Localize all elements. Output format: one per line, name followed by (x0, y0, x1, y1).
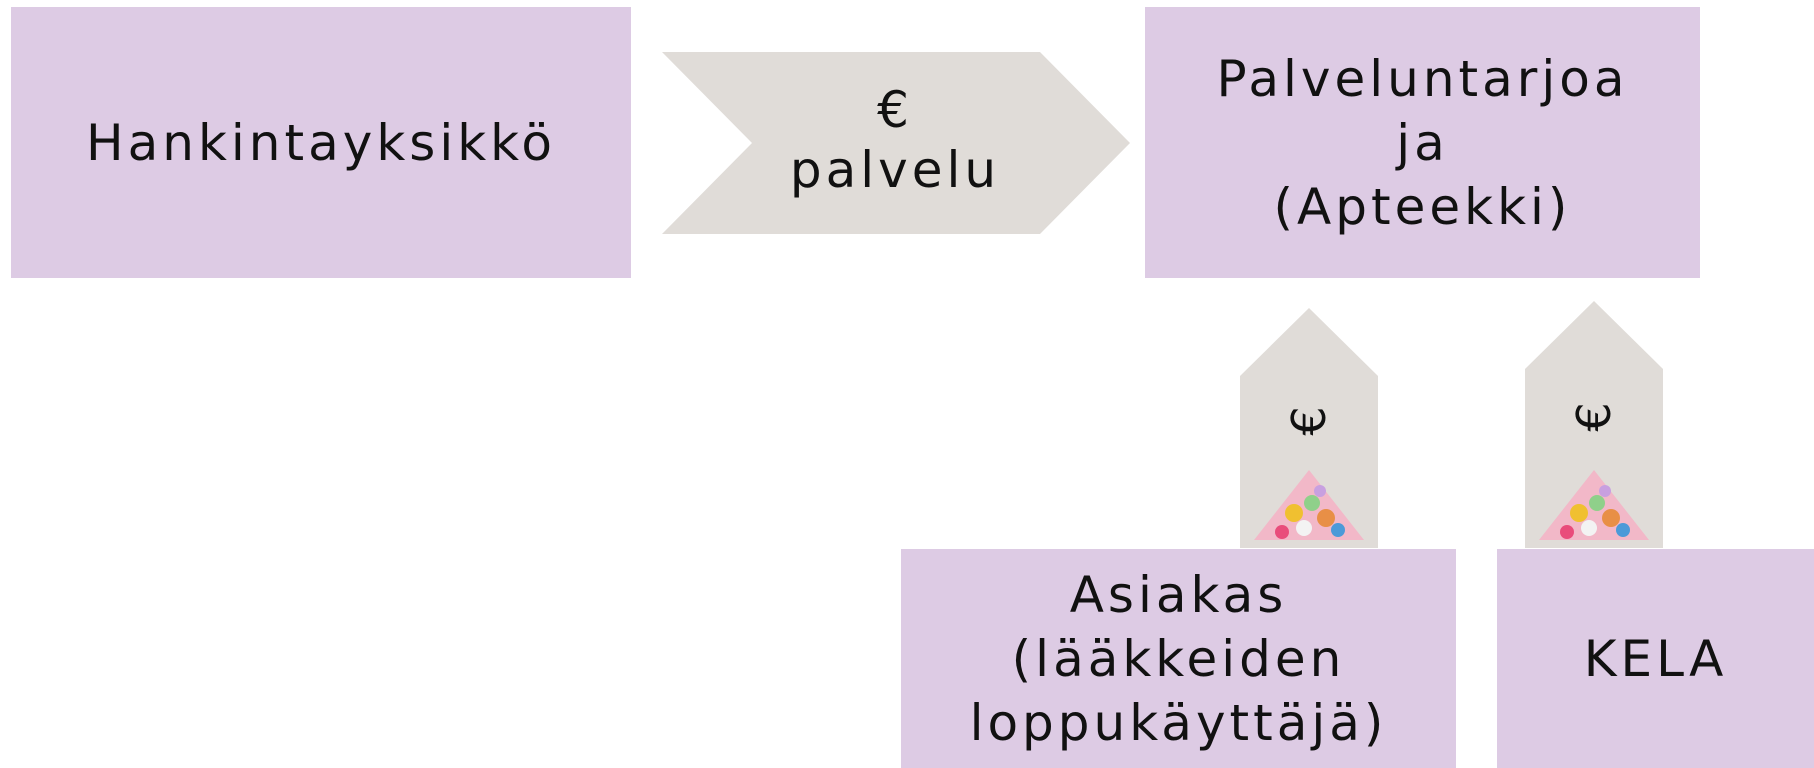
node-procurement-unit: Hankintayksikkö (11, 7, 631, 278)
arrow-customer-to-provider (1240, 308, 1378, 548)
node-service-provider: Palveluntarjoa ja (Apteekki) (1145, 7, 1700, 278)
arrow-procurement-to-provider (662, 52, 1130, 234)
arrow-customer-to-provider-label: € (1282, 406, 1336, 436)
arrow-kela-to-provider-label: € (1567, 402, 1621, 432)
pills-icon (1539, 470, 1649, 540)
node-customer-label: Asiakas (lääkkeiden loppukäyttäjä) (969, 565, 1388, 752)
arrow-procurement-to-provider-label: € palvelu (789, 81, 1001, 199)
node-customer: Asiakas (lääkkeiden loppukäyttäjä) (901, 549, 1456, 768)
arrow-kela-to-provider (1525, 301, 1663, 548)
node-service-provider-label: Palveluntarjoa ja (Apteekki) (1216, 49, 1629, 236)
arrow-up-shape (1525, 301, 1663, 548)
arrow-up-shape (1240, 308, 1378, 548)
pills-icon (1254, 470, 1364, 540)
node-kela-label: KELA (1583, 629, 1728, 688)
node-kela: KELA (1497, 549, 1814, 768)
node-procurement-unit-label: Hankintayksikkö (86, 113, 556, 172)
arrow-right-shape (662, 52, 1130, 234)
